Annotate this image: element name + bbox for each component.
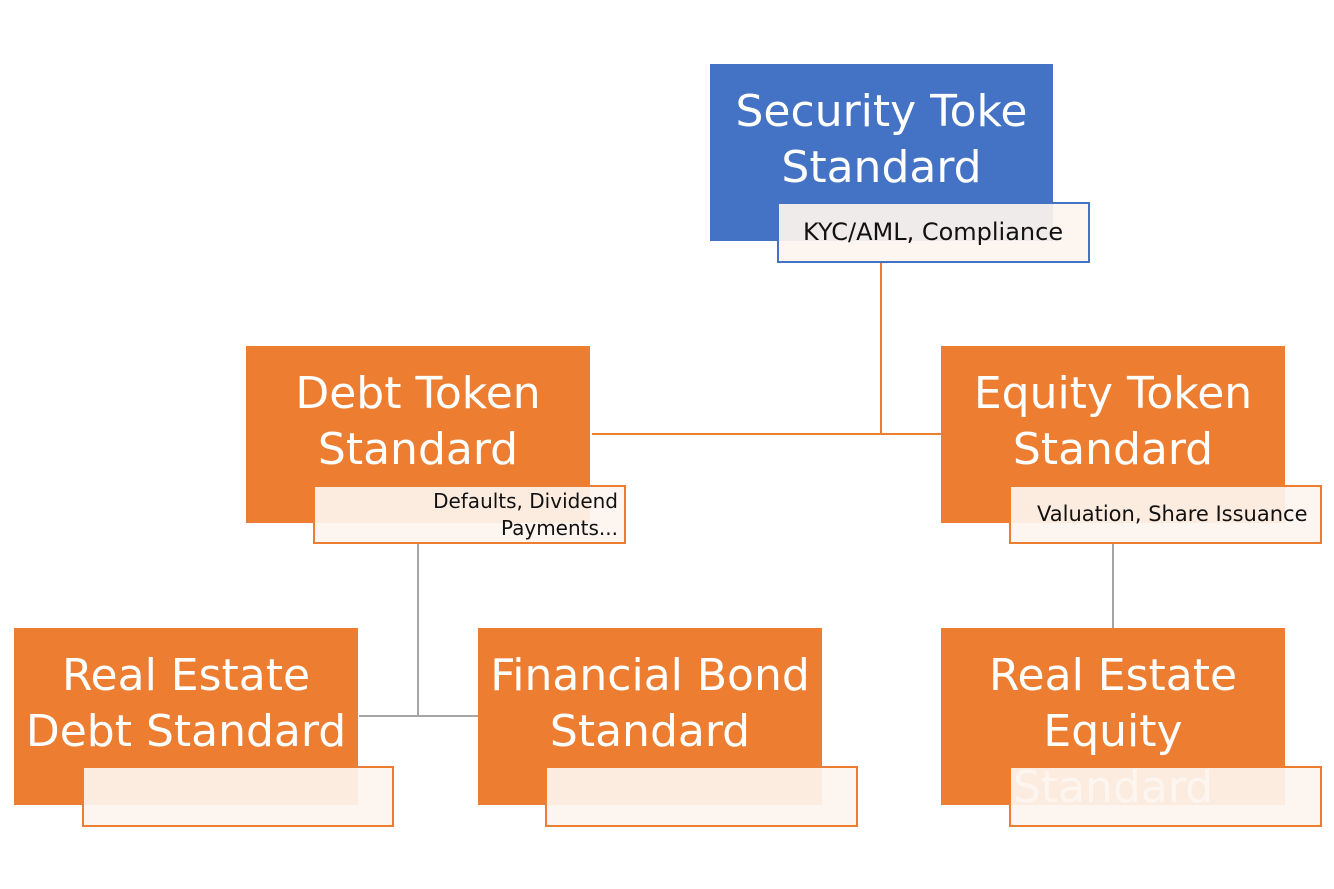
note-financial-bond-standard [545, 766, 858, 827]
node-equity-token-standard-label: Equity Token Standard [973, 368, 1253, 475]
note-debt-token-standard-text: Defaults, Dividend Payments... [433, 489, 618, 540]
note-security-token-standard-text: KYC/AML, Compliance [803, 218, 1064, 246]
connector-equity-vertical [1112, 543, 1114, 629]
note-real-estate-debt-standard [82, 766, 394, 827]
connector-debt-children-horizontal [359, 715, 478, 717]
note-equity-token-standard-text: Valuation, Share Issuance [1037, 502, 1308, 526]
connector-root-vertical [880, 262, 882, 435]
node-financial-bond-standard-label: Financial Bond Standard [490, 650, 810, 757]
note-real-estate-equity-standard [1009, 766, 1322, 827]
node-security-token-standard-label: Security Toke Standard [735, 86, 1028, 193]
connector-tier2-horizontal [592, 433, 941, 435]
note-debt-token-standard: Defaults, Dividend Payments... [313, 485, 626, 544]
node-real-estate-debt-standard-label: Real Estate Debt Standard [25, 650, 347, 757]
note-security-token-standard: KYC/AML, Compliance [777, 202, 1090, 263]
node-debt-token-standard-label: Debt Token Standard [295, 368, 541, 475]
note-equity-token-standard: Valuation, Share Issuance [1009, 485, 1322, 544]
connector-debt-vertical [417, 543, 419, 717]
